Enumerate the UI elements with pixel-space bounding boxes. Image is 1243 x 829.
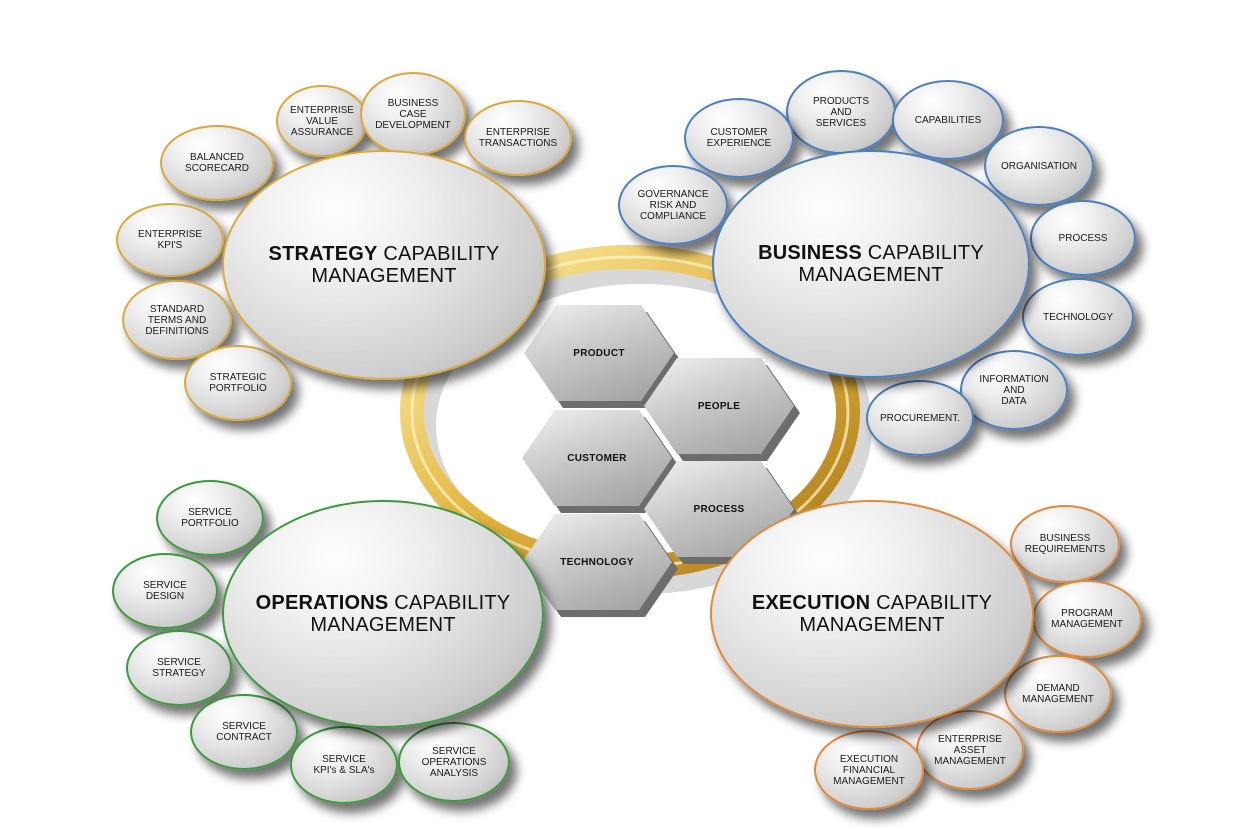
strategy-item-standard-terms: STANDARD TERMS AND DEFINITIONS bbox=[122, 280, 232, 360]
strategy-item-strategic-portfolio: STRATEGIC PORTFOLIO bbox=[184, 345, 292, 421]
business-core-bubble: BUSINESS CAPABILITY MANAGEMENT bbox=[712, 150, 1030, 378]
execution-core-bold: EXECUTION bbox=[751, 592, 871, 614]
business-item-label: PRODUCTS AND SERVICES bbox=[812, 95, 870, 129]
business-item-label: TECHNOLOGY bbox=[1042, 311, 1113, 323]
business-item-organisation: ORGANISATION bbox=[984, 126, 1094, 206]
operations-item-service-kpis-slas: SERVICE KPI's & SLA's bbox=[290, 726, 398, 804]
operations-item-label: SERVICE DESIGN bbox=[143, 580, 187, 602]
business-item-process: PROCESS bbox=[1030, 200, 1136, 276]
hex-people-label: PEOPLE bbox=[697, 400, 741, 412]
strategy-item-balanced-scorecard: BALANCED SCORECARD bbox=[160, 125, 274, 201]
operations-item-label: SERVICE KPI's & SLA's bbox=[313, 754, 375, 776]
business-item-label: GOVERNANCE RISK AND COMPLIANCE bbox=[637, 188, 709, 222]
business-item-products-and-services: PRODUCTS AND SERVICES bbox=[786, 70, 896, 154]
execution-item-label: EXECUTION FINANCIAL MANAGEMENT bbox=[833, 753, 905, 787]
business-item-governance: GOVERNANCE RISK AND COMPLIANCE bbox=[618, 165, 728, 245]
hex-people: PEOPLE bbox=[644, 358, 794, 454]
operations-core-bold: OPERATIONS bbox=[255, 592, 389, 614]
strategy-item-label: ENTERPRISE KPI'S bbox=[138, 229, 202, 251]
hex-product: PRODUCT bbox=[524, 305, 674, 401]
operations-item-label: SERVICE STRATEGY bbox=[152, 657, 206, 679]
execution-core-rest: CAPABILITY bbox=[876, 592, 993, 614]
execution-item-demand-management: DEMAND MANAGEMENT bbox=[1004, 655, 1112, 733]
execution-core-title: EXECUTION CAPABILITY MANAGEMENT bbox=[752, 592, 992, 636]
hex-process-label: PROCESS bbox=[693, 503, 745, 515]
operations-item-label: SERVICE CONTRACT bbox=[216, 721, 272, 743]
strategy-item-enterprise-value-assurance: ENTERPRISE VALUE ASSURANCE bbox=[276, 85, 368, 157]
strategy-core-bold: STRATEGY bbox=[268, 243, 378, 265]
execution-item-execution-financial-management: EXECUTION FINANCIAL MANAGEMENT bbox=[814, 730, 924, 810]
business-item-capabilities: CAPABILITIES bbox=[892, 80, 1004, 160]
operations-core-title: OPERATIONS CAPABILITY MANAGEMENT bbox=[256, 592, 511, 636]
business-item-procurement: PROCUREMENT. bbox=[866, 380, 974, 456]
strategy-core-rest: CAPABILITY bbox=[383, 243, 500, 265]
strategy-core-bubble: STRATEGY CAPABILITY MANAGEMENT bbox=[222, 150, 546, 380]
operations-item-service-contract: SERVICE CONTRACT bbox=[190, 694, 298, 770]
strategy-item-label: BUSINESS CASE DEVELOPMENT bbox=[375, 97, 451, 131]
strategy-item-label: BALANCED SCORECARD bbox=[185, 152, 249, 174]
strategy-item-business-case-development: BUSINESS CASE DEVELOPMENT bbox=[360, 72, 466, 156]
execution-item-business-requirements: BUSINESS REQUIREMENTS bbox=[1010, 505, 1120, 583]
hex-technology: TECHNOLOGY bbox=[522, 514, 672, 610]
strategy-core-title: STRATEGY CAPABILITY MANAGEMENT bbox=[269, 243, 500, 287]
strategy-item-label: STANDARD TERMS AND DEFINITIONS bbox=[145, 303, 209, 337]
strategy-item-label: STRATEGIC PORTFOLIO bbox=[209, 372, 267, 394]
strategy-core-line2: MANAGEMENT bbox=[311, 265, 457, 287]
business-core-line2: MANAGEMENT bbox=[798, 264, 944, 286]
business-core-rest: CAPABILITY bbox=[867, 242, 984, 264]
hex-technology-label: TECHNOLOGY bbox=[560, 556, 634, 568]
business-item-label: PROCUREMENT. bbox=[879, 412, 960, 424]
execution-core-line2: MANAGEMENT bbox=[799, 614, 945, 636]
business-item-customer-experience: CUSTOMER EXPERIENCE bbox=[684, 98, 794, 178]
execution-item-enterprise-asset-management: ENTERPRISE ASSET MANAGEMENT bbox=[916, 710, 1024, 790]
operations-item-service-strategy: SERVICE STRATEGY bbox=[126, 630, 232, 706]
operations-core-rest: CAPABILITY bbox=[394, 592, 511, 614]
strategy-item-label: ENTERPRISE VALUE ASSURANCE bbox=[290, 104, 354, 138]
business-core-bold: BUSINESS bbox=[758, 242, 862, 264]
operations-core-line2: MANAGEMENT bbox=[310, 614, 456, 636]
execution-item-label: PROGRAM MANAGEMENT bbox=[1051, 608, 1123, 630]
operations-item-label: SERVICE PORTFOLIO bbox=[181, 507, 239, 529]
execution-item-label: BUSINESS REQUIREMENTS bbox=[1024, 533, 1106, 555]
hex-customer-label: CUSTOMER bbox=[567, 452, 627, 464]
business-item-label: INFORMATION AND DATA bbox=[979, 373, 1049, 407]
execution-core-bubble: EXECUTION CAPABILITY MANAGEMENT bbox=[710, 500, 1034, 728]
business-item-label: CAPABILITIES bbox=[914, 114, 982, 126]
business-item-label: CUSTOMER EXPERIENCE bbox=[706, 127, 772, 149]
business-item-label: PROCESS bbox=[1058, 232, 1108, 244]
strategy-item-enterprise-kpis: ENTERPRISE KPI'S bbox=[116, 203, 224, 277]
hex-product-label: PRODUCT bbox=[573, 347, 625, 359]
execution-item-program-management: PROGRAM MANAGEMENT bbox=[1032, 580, 1142, 658]
strategy-item-enterprise-transactions: ENTERPRISE TRANSACTIONS bbox=[464, 100, 572, 176]
operations-item-service-design: SERVICE DESIGN bbox=[112, 553, 218, 629]
operations-item-service-operations-analysis: SERVICE OPERATIONS ANALYSIS bbox=[398, 722, 510, 802]
operations-item-service-portfolio: SERVICE PORTFOLIO bbox=[156, 480, 264, 556]
business-core-title: BUSINESS CAPABILITY MANAGEMENT bbox=[758, 242, 984, 286]
execution-item-label: DEMAND MANAGEMENT bbox=[1022, 683, 1094, 705]
business-item-label: ORGANISATION bbox=[1001, 160, 1077, 172]
strategy-item-label: ENTERPRISE TRANSACTIONS bbox=[478, 127, 558, 149]
business-item-technology: TECHNOLOGY bbox=[1022, 278, 1134, 356]
execution-item-label: ENTERPRISE ASSET MANAGEMENT bbox=[934, 733, 1006, 767]
operations-item-label: SERVICE OPERATIONS ANALYSIS bbox=[421, 745, 487, 779]
business-item-information-and-data: INFORMATION AND DATA bbox=[960, 350, 1068, 430]
hex-customer: CUSTOMER bbox=[522, 410, 672, 506]
operations-core-bubble: OPERATIONS CAPABILITY MANAGEMENT bbox=[222, 500, 544, 728]
